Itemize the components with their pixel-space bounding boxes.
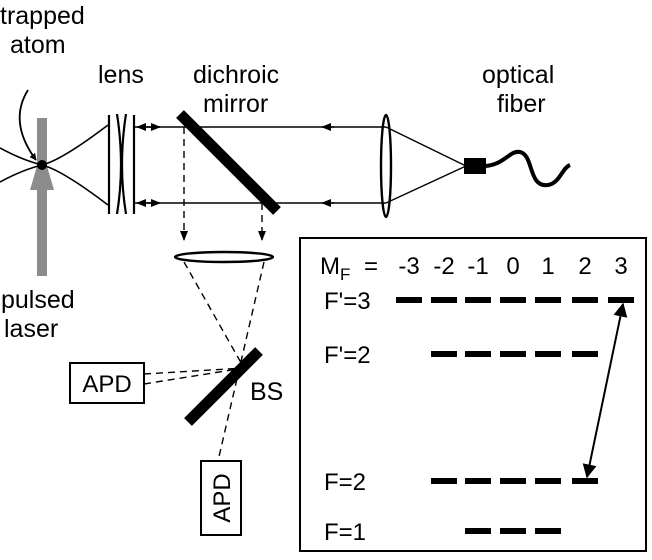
bs-label: BS	[250, 378, 283, 406]
optical-fiber-label-line1: optical	[482, 61, 554, 89]
mf-value: -2	[433, 253, 454, 280]
trapped-atom-label-line2: atom	[10, 31, 66, 59]
trapped-atom-label-line1: trapped	[0, 2, 85, 30]
mf-value: 2	[578, 253, 591, 280]
lens-label: lens	[98, 61, 144, 89]
pulsed-laser-label-line1: pulsed	[1, 286, 75, 314]
transition-arrow	[582, 302, 628, 479]
pulsed-laser-beam	[30, 118, 54, 276]
dichroic-mirror	[176, 110, 281, 215]
fiber-coupler	[464, 158, 486, 174]
level-diagram-box	[299, 237, 647, 552]
fiber-coupling-lens	[379, 113, 393, 219]
mf-equals: =	[364, 253, 378, 280]
objective-lens	[107, 113, 136, 215]
apd-left-label: APD	[82, 371, 131, 398]
collimated-beam	[134, 123, 386, 207]
dichroic-label-line1: dichroic	[193, 61, 279, 89]
apd-bottom: APD	[200, 460, 242, 536]
mf-value: -1	[467, 253, 488, 280]
apd-left: APD	[69, 362, 145, 404]
mf-axis-label: MF	[320, 253, 350, 284]
fiber-cone	[385, 126, 467, 204]
focusing-lens	[173, 250, 275, 264]
pulsed-laser-label-line2: laser	[4, 315, 58, 343]
atom-pointer-arrow	[18, 89, 37, 161]
dichroic-label-line2: mirror	[203, 90, 268, 118]
level-label: F=1	[324, 519, 366, 546]
optical-fiber	[485, 149, 572, 188]
apd-bottom-label: APD	[209, 473, 236, 522]
level-label: F'=2	[324, 342, 371, 369]
beam-splitter	[184, 347, 263, 426]
mf-value: -3	[398, 253, 419, 280]
mf-value: 1	[541, 253, 554, 280]
focus-beam-lines	[0, 124, 109, 206]
level-label: F=2	[324, 469, 366, 496]
trapped-atom	[37, 160, 47, 170]
level-label: F'=3	[324, 288, 371, 315]
energy-levels: F'=3F'=2F=2F=1	[324, 288, 634, 546]
mf-value: 0	[506, 253, 519, 280]
optical-fiber-label-line2: fiber	[497, 90, 546, 118]
mf-value: 3	[614, 253, 627, 280]
